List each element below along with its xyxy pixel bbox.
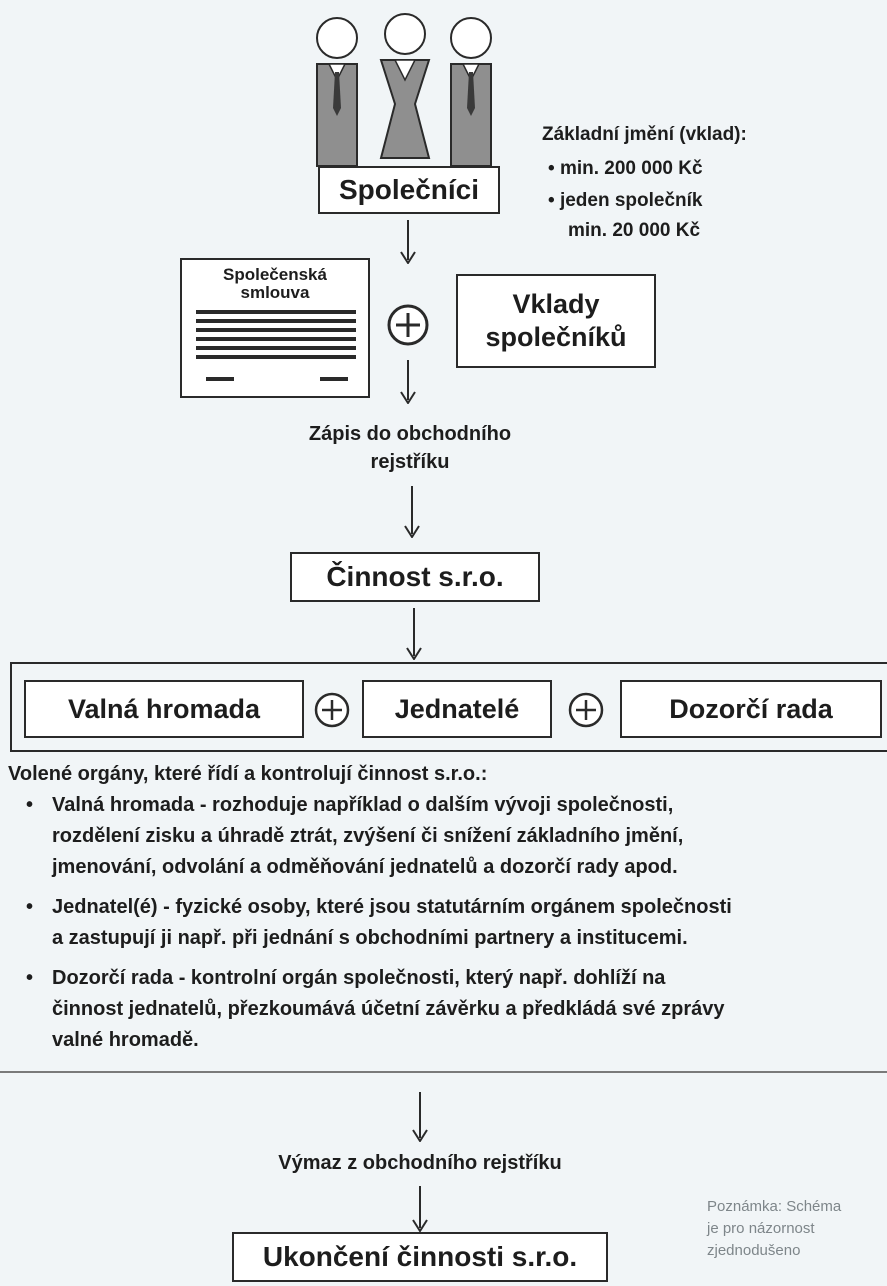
deletion-label: Výmaz z obchodního rejstříku bbox=[278, 1152, 562, 1174]
executives-box: Jednatelé bbox=[362, 680, 552, 738]
capital-item: min. 20 000 Kč bbox=[568, 220, 701, 241]
supervisory-board-box: Dozorčí rada bbox=[620, 680, 882, 738]
person-icon bbox=[450, 17, 492, 167]
arrow-down-icon bbox=[412, 1092, 428, 1142]
plus-icon bbox=[568, 692, 604, 728]
person-icon bbox=[316, 17, 358, 167]
person-icon bbox=[379, 13, 431, 159]
arrow-down-icon bbox=[400, 220, 416, 264]
divider bbox=[0, 1071, 887, 1073]
capital-item: • min. 200 000 Kč bbox=[548, 158, 703, 179]
activity-label: Činnost s.r.o. bbox=[326, 561, 504, 592]
partners-box: Společníci bbox=[318, 166, 500, 214]
termination-label: Ukončení činnosti s.r.o. bbox=[262, 1241, 578, 1272]
organs-intro: Volené orgány, které řídí a kontrolují č… bbox=[8, 763, 488, 785]
capital-item: • jeden společník bbox=[548, 190, 703, 211]
deposits-line1: Vklady bbox=[512, 289, 600, 319]
deposits-box: Vklady společníků bbox=[456, 274, 656, 368]
general-meeting-label: Valná hromada bbox=[67, 693, 261, 724]
plus-icon bbox=[387, 304, 429, 346]
partners-label: Společníci bbox=[338, 174, 480, 205]
note: Poznámka: Schéma je pro názornost zjedno… bbox=[707, 1198, 842, 1259]
arrow-down-icon bbox=[400, 360, 416, 404]
registration-label: Zápis do obchodního rejstříku bbox=[308, 423, 512, 473]
partners-people-icon bbox=[316, 13, 492, 167]
capital-title: Základní jmění (vklad): bbox=[542, 124, 747, 145]
arrow-down-icon bbox=[412, 1186, 428, 1232]
contract-document-icon: Společenská smlouva bbox=[180, 258, 370, 398]
termination-box: Ukončení činnosti s.r.o. bbox=[232, 1232, 608, 1282]
bullet-supervisory-board: • Dozorčí rada - kontrolní orgán společn… bbox=[26, 967, 725, 1051]
bullet-executives: • Jednatel(é) - fyzické osoby, které jso… bbox=[26, 896, 732, 949]
arrow-down-icon bbox=[406, 608, 422, 660]
executives-label: Jednatelé bbox=[394, 693, 520, 724]
activity-box: Činnost s.r.o. bbox=[290, 552, 540, 602]
supervisory-board-label: Dozorčí rada bbox=[669, 693, 833, 724]
contract-title: Společenská smlouva bbox=[223, 265, 327, 302]
bullet-general-meeting: • Valná hromada - rozhoduje například o … bbox=[26, 794, 684, 878]
arrow-down-icon bbox=[404, 486, 420, 538]
plus-icon bbox=[314, 692, 350, 728]
deposits-line2: společníků bbox=[485, 322, 627, 352]
general-meeting-box: Valná hromada bbox=[24, 680, 304, 738]
